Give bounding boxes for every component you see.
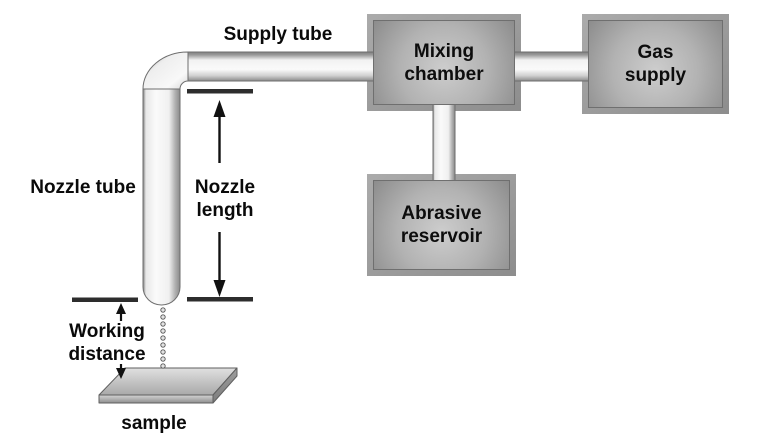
up-arrow-icon — [213, 100, 226, 117]
supply-tube-label: Supply tube — [223, 24, 333, 45]
nozzle-length-bottom-tick — [187, 297, 253, 302]
mixing-chamber-label-line2: chamber — [404, 63, 484, 85]
gas-supply-label-line2: supply — [624, 65, 687, 86]
gas-supply-box: Gas supply — [588, 20, 723, 108]
down-arrow-icon — [213, 280, 226, 297]
nozzle-length-label: Nozzle length — [195, 176, 255, 222]
mixing-to-reservoir-tube — [432, 99, 456, 187]
working-distance-label-line2: distance — [68, 344, 146, 365]
supply-tube — [187, 51, 376, 82]
nozzle-tube-label: Nozzle tube — [30, 177, 136, 198]
up-arrow-icon — [116, 303, 126, 314]
sample-front-face — [98, 394, 214, 404]
abrasive-reservoir-box: Abrasive reservoir — [373, 180, 510, 270]
working-distance-tick — [72, 297, 138, 302]
gas-supply-label-line1: Gas — [637, 42, 674, 63]
abrasive-reservoir-label-line2: reservoir — [400, 226, 483, 247]
working-distance-label: Working distance — [68, 320, 145, 366]
nozzle-length-label-line1: Nozzle — [194, 177, 256, 198]
mixing-to-gas-tube — [509, 51, 591, 82]
particle-stream — [160, 307, 166, 369]
tube-elbow — [142, 51, 189, 90]
nozzle-tube — [142, 88, 181, 306]
mixing-chamber-label-line1: Mixing — [413, 40, 475, 62]
nozzle-length-dimension — [187, 89, 253, 302]
nozzle-length-top-tick — [187, 89, 253, 94]
abrasive-reservoir-label-line1: Abrasive — [401, 203, 482, 224]
sample-label: sample — [121, 413, 187, 434]
sample-side-face — [212, 367, 238, 404]
down-arrow-icon — [116, 368, 126, 379]
working-distance-label-line1: Working — [69, 321, 145, 342]
working-distance-dimension — [72, 297, 138, 379]
nozzle-length-label-line2: length — [196, 200, 254, 221]
sample-plate — [98, 367, 238, 404]
mixing-chamber-box: Mixing chamber — [373, 20, 515, 105]
